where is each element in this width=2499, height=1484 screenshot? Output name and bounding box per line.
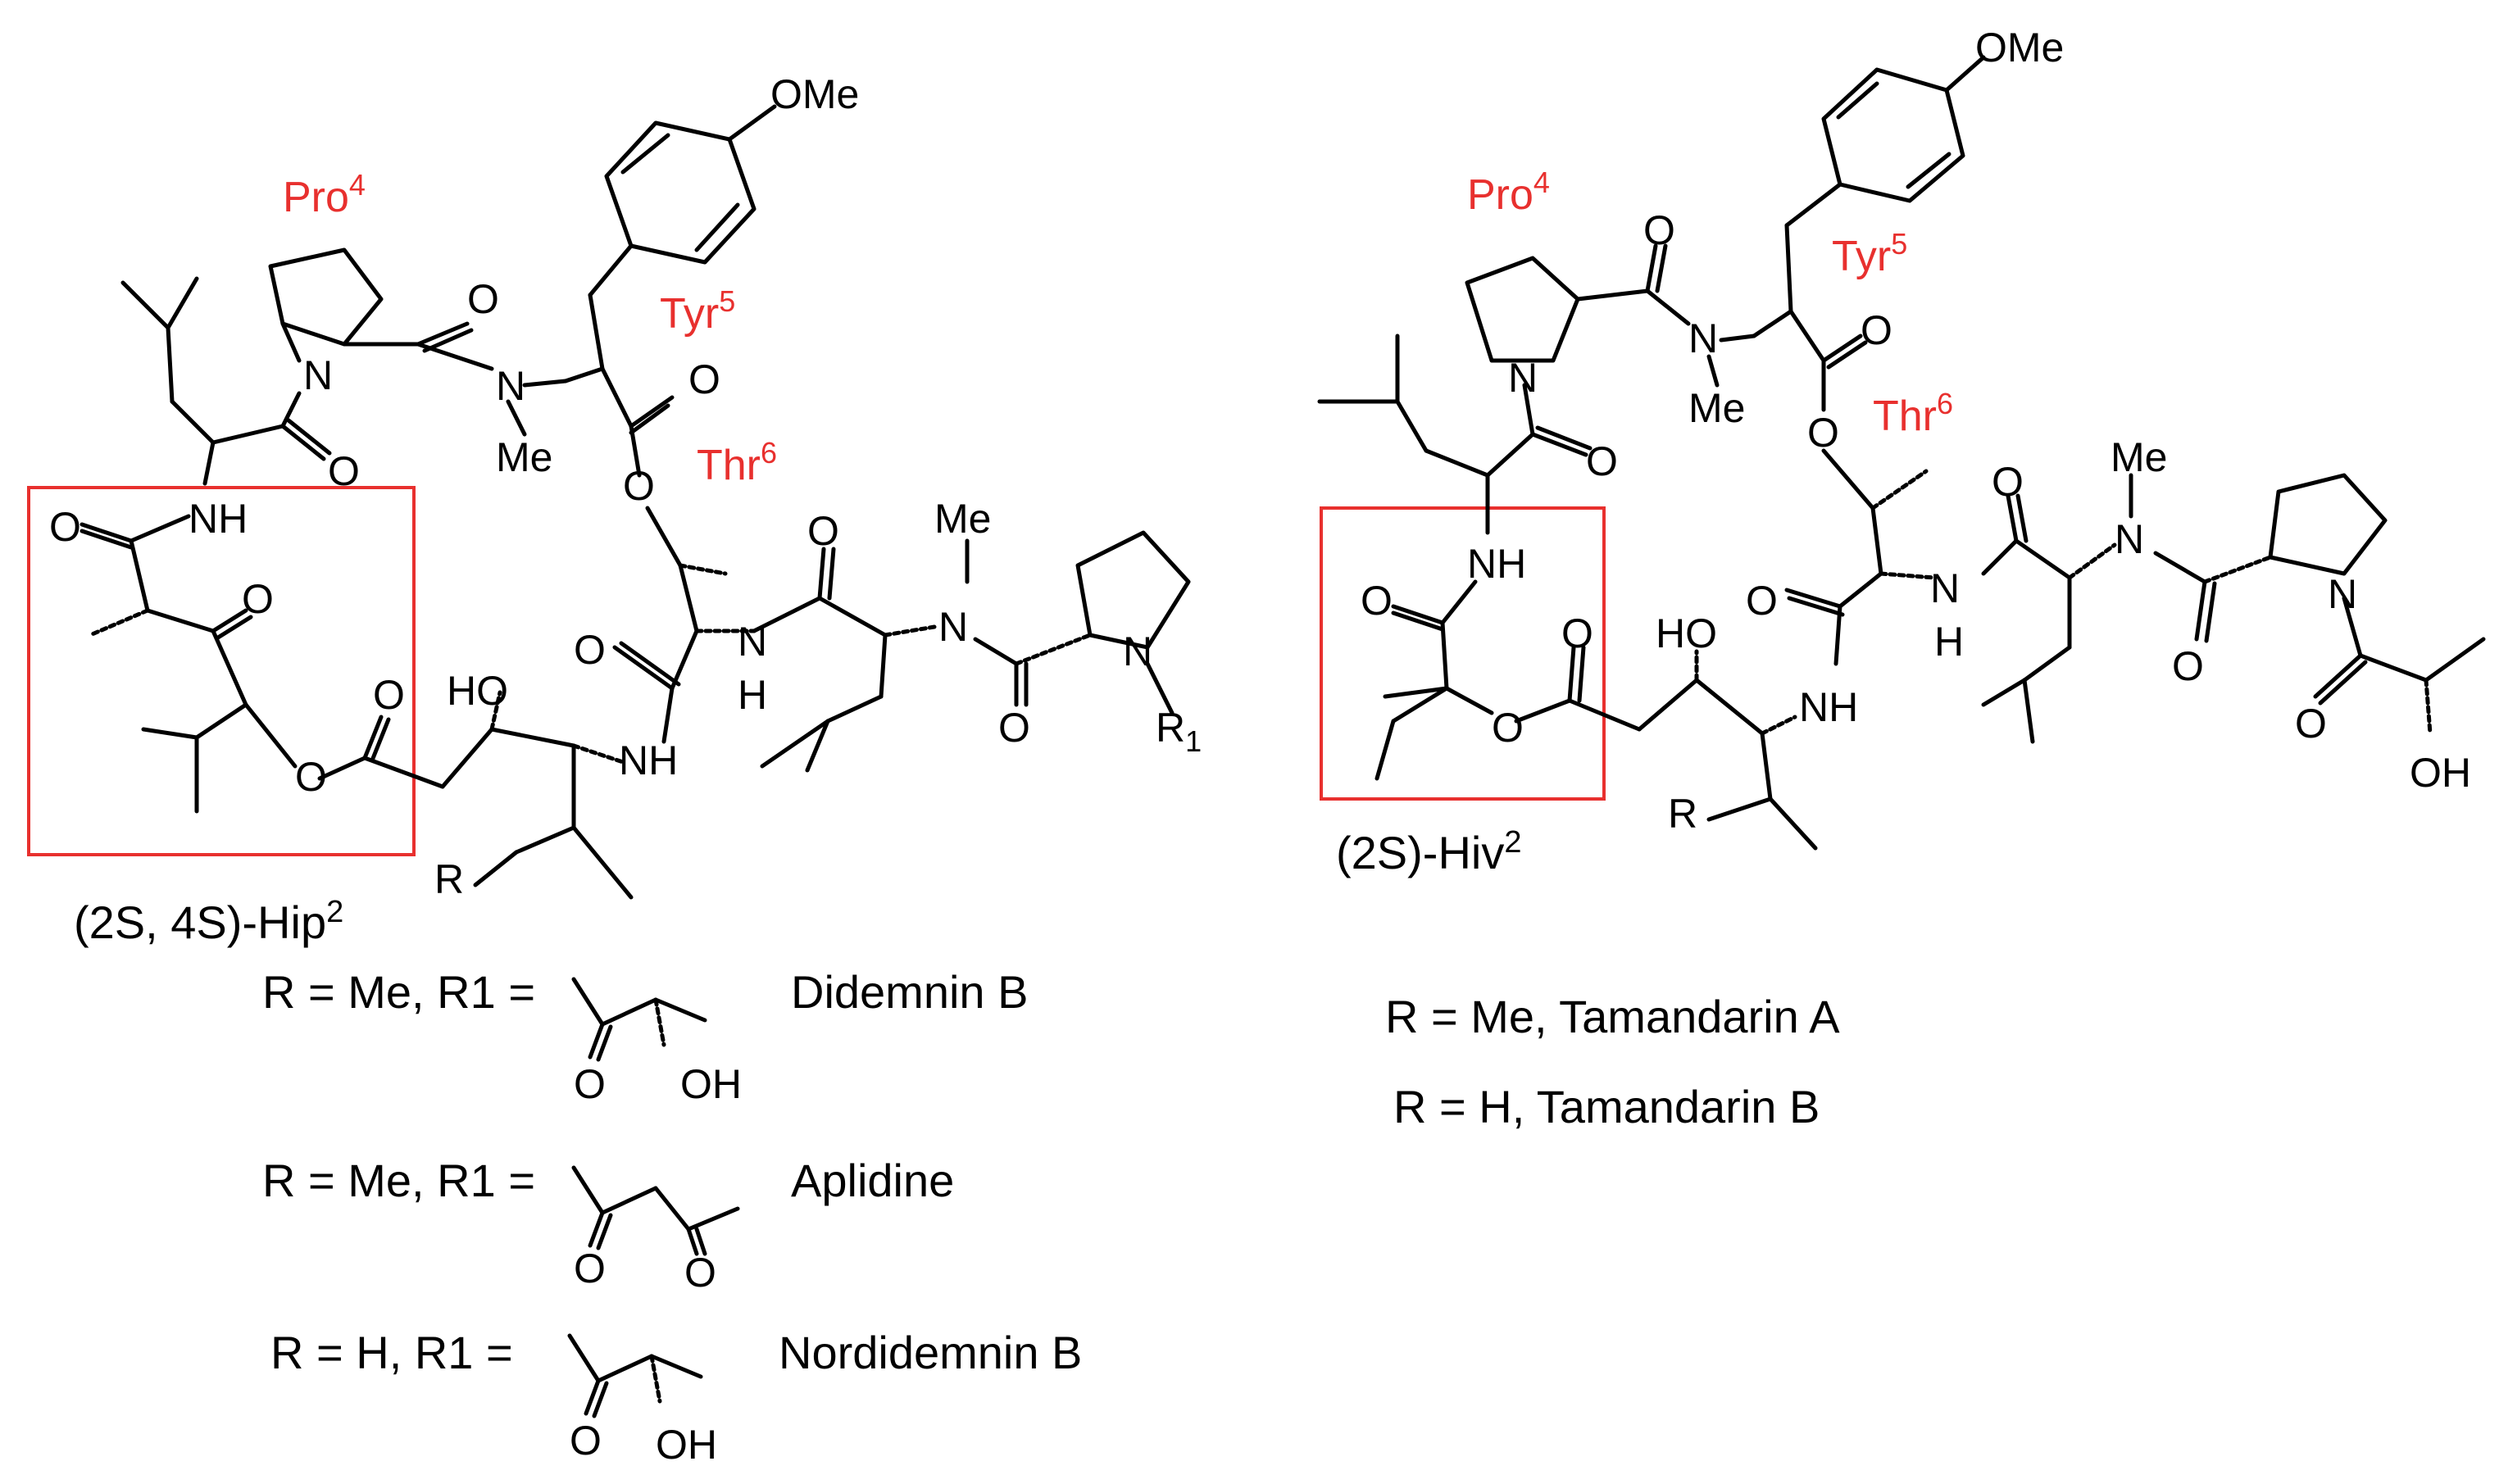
right-o-ester-c: O: [1561, 610, 1593, 656]
left-tyr5-label: Tyr5: [660, 284, 735, 338]
variant-o: O: [574, 1061, 606, 1107]
right-nh: NH: [1467, 541, 1526, 587]
right-pro2-ring: [2268, 473, 2388, 576]
variant-oh: OH: [656, 1422, 717, 1468]
left-n-leu: N: [738, 619, 767, 665]
left-o-hip-amide: O: [49, 504, 81, 550]
variant-text: R = Me, R1 =: [262, 966, 535, 1018]
left-o-ketone: O: [242, 576, 274, 622]
right-me-tyr: Me: [1688, 385, 1745, 431]
left-thr6-label: Thr6: [697, 436, 777, 489]
left-o-amide2: O: [998, 705, 1030, 751]
left-n-me-tyr: N: [496, 363, 525, 409]
left-pro-ring: [268, 247, 384, 347]
right-n-leu: N: [1930, 565, 1960, 611]
variant-o: O: [570, 1418, 602, 1464]
left-o-pro-c: O: [467, 276, 499, 322]
right-me-n: Me: [2111, 434, 2167, 480]
left-n-pro: N: [303, 352, 333, 398]
right-h-leu: H: [1934, 619, 1964, 665]
right-o-tyr-ester: O: [1807, 410, 1839, 456]
variant-o: O: [574, 1246, 606, 1291]
right-structure: OMe O N N Me O O O NH O O O HO NH O N H …: [1317, 25, 2486, 1132]
left-h-leu: H: [738, 672, 767, 718]
left-n-pro2: N: [1123, 629, 1152, 674]
variant-tamandarin-a: R = Me, Tamandarin A: [1385, 991, 1840, 1042]
variant-text: R = H, R1 =: [270, 1327, 513, 1378]
right-o-pro2: O: [2172, 643, 2204, 689]
right-nh-thr: NH: [1799, 684, 1858, 730]
right-hiv-label: (2S)-Hiv2: [1336, 825, 1521, 878]
left-hip-label: (2S, 4S)-Hip2: [74, 895, 343, 948]
variant-name: Nordidemnin B: [779, 1327, 1082, 1378]
variant-text: R = Me, R1 =: [262, 1155, 535, 1206]
right-n-pro2: N: [2328, 571, 2357, 617]
variant-oh: OH: [680, 1061, 742, 1107]
right-o-ester-ring: O: [1492, 705, 1524, 751]
right-ome: OMe: [1975, 25, 2064, 70]
right-r: R: [1668, 791, 1697, 837]
left-pro2-ring: [1075, 530, 1191, 650]
right-o-hiv: O: [1361, 578, 1393, 624]
left-n-me: N: [938, 604, 968, 650]
left-structure: OMe O O O N O N Me NH O O O O HO NH O N …: [27, 71, 1202, 1468]
right-o-leu-c: O: [1586, 438, 1618, 484]
right-n-me: N: [2115, 516, 2144, 562]
right-pro-ring: [1465, 256, 1580, 363]
left-ome: OMe: [770, 71, 859, 117]
right-tyr5-label: Tyr5: [1832, 227, 1907, 280]
left-me-n: Me: [934, 496, 991, 542]
left-o-ester-ring: O: [295, 754, 327, 800]
left-o-pro-amide: O: [328, 448, 360, 494]
variant-tamandarin-b: R = H, Tamandarin B: [1393, 1081, 1820, 1132]
variant-nordidemnin-b: R = H, R1 = O OH Nordidemnin B: [270, 1327, 1082, 1468]
right-oh: OH: [2410, 750, 2471, 796]
left-o-tyr-c: O: [688, 356, 720, 402]
variant-name: Aplidine: [791, 1155, 954, 1206]
right-o-tyr-c: O: [1861, 307, 1892, 353]
variant-o2: O: [684, 1250, 716, 1296]
left-o-tyr-ester: O: [623, 463, 655, 509]
hiv-highlight-box: [1320, 506, 1606, 801]
variant-name: Didemnin B: [791, 966, 1028, 1018]
hip-highlight-box: [27, 486, 416, 856]
right-thr6-label: Thr6: [1873, 387, 1953, 440]
right-o-amide: O: [1992, 459, 2024, 505]
left-o-leu-c: O: [807, 508, 839, 554]
right-n-me-tyr: N: [1688, 315, 1718, 361]
right-o-thr: O: [1746, 578, 1778, 624]
right-o-pro-c: O: [1643, 207, 1675, 253]
left-benzene-ring: [604, 120, 757, 265]
left-o-ester-carbonyl: O: [373, 672, 405, 718]
left-r1: R1: [1156, 705, 1202, 758]
variant-didemnin-b: R = Me, R1 = O OH Didemnin B: [262, 966, 1028, 1107]
right-benzene-ring: [1821, 67, 1965, 203]
left-pro4-label: Pro4: [283, 168, 366, 221]
left-o-thr-amide: O: [574, 627, 606, 673]
right-o-lac: O: [2295, 701, 2327, 747]
left-r: R: [434, 856, 464, 902]
left-nh-thr: NH: [619, 737, 678, 783]
right-pro4-label: Pro4: [1467, 166, 1550, 219]
left-nh-top: NH: [189, 496, 248, 542]
right-ho: HO: [1656, 610, 1717, 656]
right-n-pro: N: [1508, 355, 1538, 401]
left-me-tyr: Me: [496, 434, 552, 480]
variant-aplidine: R = Me, R1 = O O Aplidine: [262, 1155, 954, 1296]
left-ho: HO: [447, 668, 508, 714]
